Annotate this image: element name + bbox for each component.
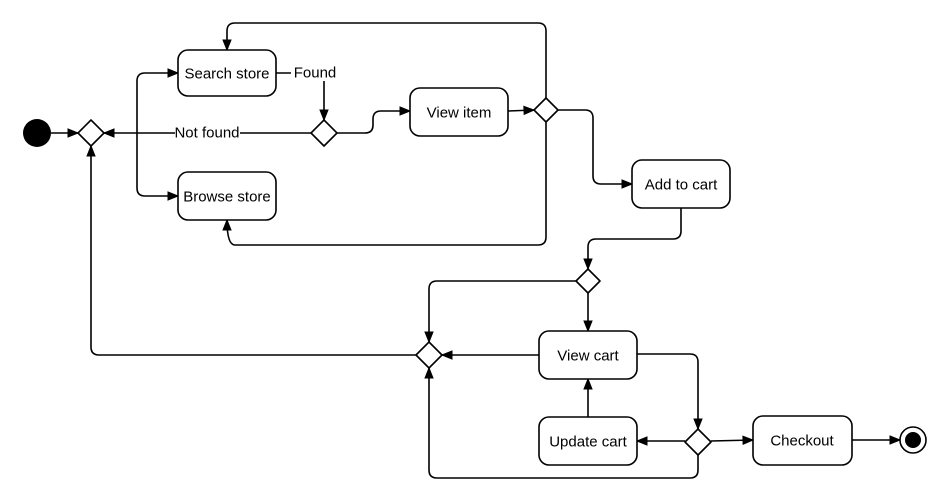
- nodes-layer: [23, 49, 927, 466]
- edge-branch-to-browse-store: [136, 133, 180, 201]
- edge-merge-to-start-merge: [86, 144, 416, 356]
- view-item-node: [409, 87, 509, 137]
- decision-diamond-view-item: [533, 97, 559, 123]
- browse-store-label: Browse store: [183, 189, 271, 206]
- edge-decision-to-view-item: [337, 106, 412, 134]
- labels-layer: Search store Browse store View item Add …: [174, 65, 834, 451]
- edges-layer: [51, 22, 902, 479]
- merge-diamond-start: [77, 119, 105, 147]
- edge-branch-to-search-store: [136, 68, 180, 133]
- edge-decision-to-merge-bottom: [424, 366, 699, 479]
- edge-loop-to-search-store: [222, 22, 547, 98]
- search-store-node: [177, 49, 277, 97]
- edge-decision-to-merge-top: [424, 280, 577, 344]
- browse-store-node: [177, 171, 277, 221]
- start-node: [23, 119, 51, 147]
- add-to-cart-node: [631, 159, 731, 209]
- checkout-label: Checkout: [770, 433, 834, 450]
- view-cart-label: View cart: [557, 348, 619, 365]
- decision-diamond-add-to-cart: [575, 268, 601, 294]
- checkout-node: [752, 415, 853, 466]
- found-label-bg: [291, 65, 339, 81]
- view-cart-node: [538, 330, 638, 380]
- edge-view-cart-to-decision: [637, 353, 703, 431]
- merge-diamond-central: [415, 341, 443, 369]
- edge-decision-to-checkout: [710, 435, 755, 445]
- decision-diamond-cart: [684, 428, 712, 456]
- found-edge-label: Found: [294, 65, 337, 82]
- end-node-inner-dot: [905, 432, 921, 448]
- update-cart-label: Update cart: [549, 434, 627, 451]
- not-found-edge-label: Not found: [174, 125, 239, 142]
- add-to-cart-label: Add to cart: [645, 177, 718, 194]
- edge-add-to-cart-to-decision: [583, 208, 682, 271]
- edge-loop-to-browse-store: [222, 122, 547, 246]
- view-item-label: View item: [427, 105, 492, 122]
- search-store-label: Search store: [184, 66, 269, 83]
- edge-view-item-to-decision: [507, 105, 536, 116]
- decision-diamond-found: [310, 119, 338, 147]
- not-found-label-bg: [175, 125, 240, 141]
- edge-decision-to-add-to-cart: [558, 109, 634, 189]
- update-cart-node: [538, 416, 638, 466]
- edge-label-backgrounds: [175, 65, 339, 141]
